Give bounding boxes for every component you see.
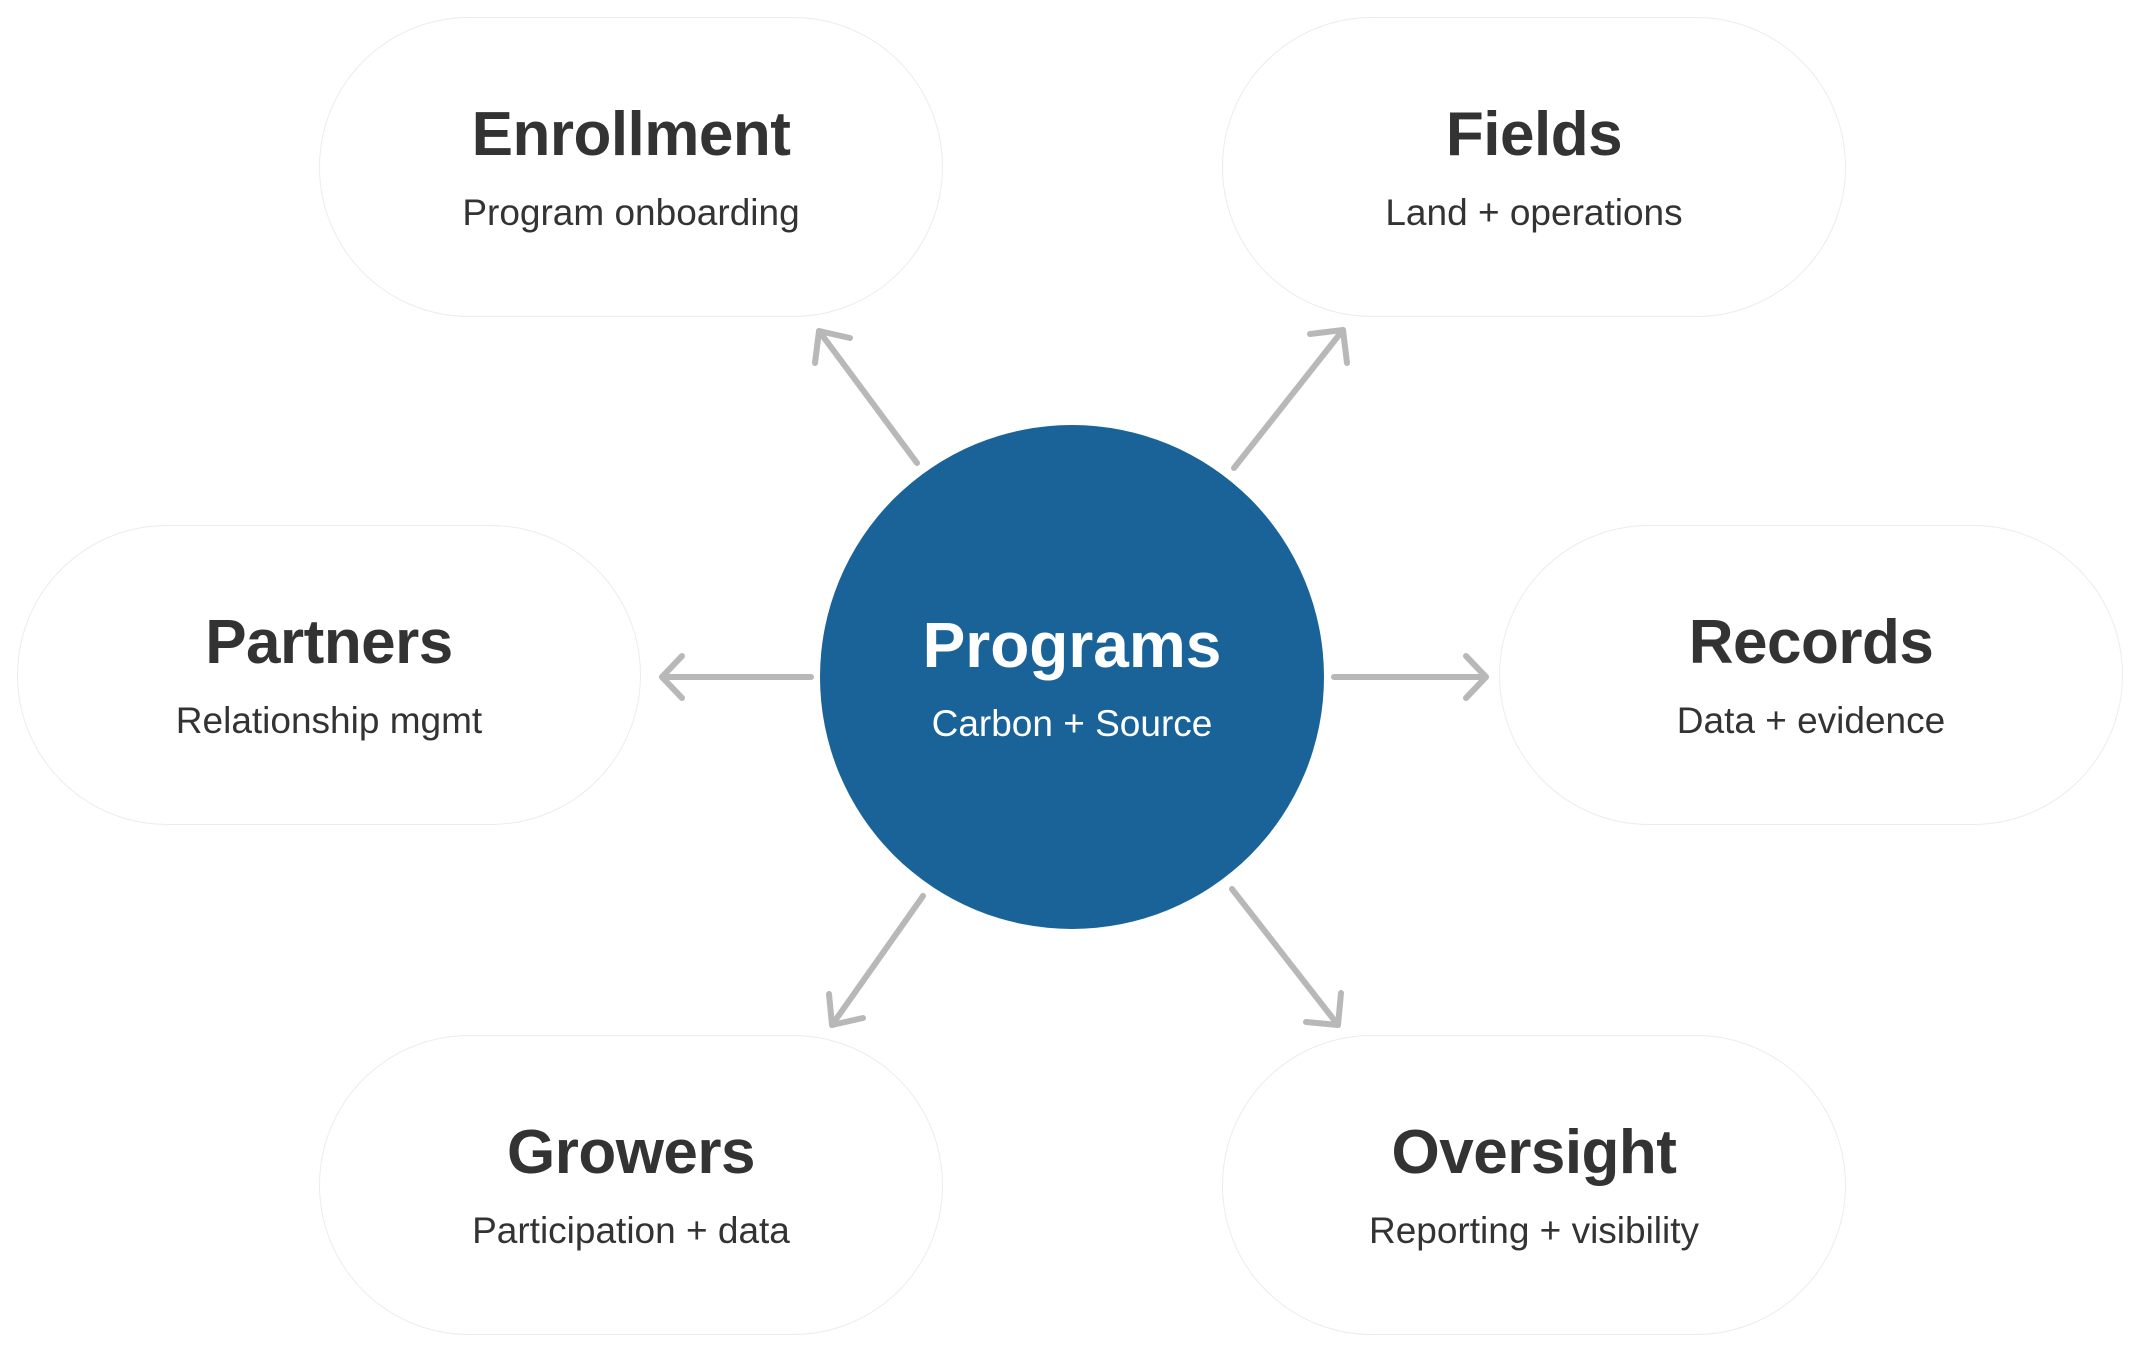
arrow-to-fields	[1231, 327, 1350, 471]
node-oversight: Oversight Reporting + visibility	[1222, 1035, 1846, 1335]
node-title: Records	[1688, 607, 1934, 677]
node-partners: Partners Relationship mgmt	[17, 525, 641, 825]
node-records: Records Data + evidence	[1499, 525, 2123, 825]
hub-title: Programs	[922, 608, 1222, 681]
node-subtitle: Participation + data	[472, 1209, 790, 1251]
node-growers: Growers Participation + data	[319, 1035, 943, 1335]
node-enrollment: Enrollment Program onboarding	[319, 17, 943, 317]
node-title: Growers	[506, 1117, 756, 1187]
arrow-to-records	[1331, 653, 1489, 701]
node-subtitle: Relationship mgmt	[175, 699, 483, 741]
arrow-to-oversight	[1229, 886, 1344, 1028]
arrow-to-growers	[826, 893, 926, 1028]
arrow-to-enrollment	[812, 328, 920, 466]
arrow-to-partners	[659, 653, 814, 701]
node-subtitle: Program onboarding	[462, 191, 800, 233]
hub-circle: Programs Carbon + Source	[820, 425, 1324, 929]
node-subtitle: Land + operations	[1385, 191, 1683, 233]
node-title: Fields	[1445, 99, 1623, 169]
hub-subtitle: Carbon + Source	[931, 702, 1213, 744]
node-subtitle: Data + evidence	[1676, 699, 1946, 741]
node-title: Oversight	[1391, 1117, 1677, 1187]
node-title: Partners	[205, 607, 453, 677]
node-title: Enrollment	[471, 99, 791, 169]
node-subtitle: Reporting + visibility	[1368, 1209, 1700, 1251]
node-fields: Fields Land + operations	[1222, 17, 1846, 317]
